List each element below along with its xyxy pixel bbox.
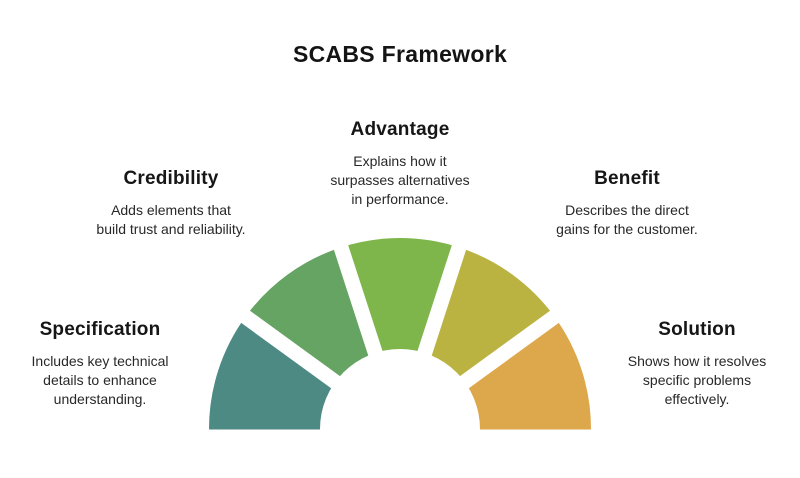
segment-title-benefit: Benefit (594, 168, 660, 189)
segment-title-credibility: Credibility (123, 168, 219, 189)
segment-description-specification: Includes key technical details to enhanc… (31, 353, 169, 407)
segment-title-specification: Specification (39, 319, 161, 340)
fan-baseline-mask (0, 429, 800, 478)
segment-description-solution: Shows how it resolves specific problems … (627, 353, 767, 407)
segment-description-credibility: Adds elements that build trust and relia… (96, 202, 246, 237)
segment-title-advantage: Advantage (350, 119, 450, 140)
page-title: SCABS Framework (292, 41, 508, 67)
label-specification: Specification Includes key technical det… (0, 319, 200, 409)
label-credibility: Credibility Adds elements that build tru… (71, 168, 271, 239)
label-benefit: Benefit Describes the direct gains for t… (527, 168, 727, 239)
segment-title-solution: Solution (658, 319, 736, 340)
segment-description-benefit: Describes the direct gains for the custo… (556, 202, 698, 237)
segment-description-advantage: Explains how it surpasses alternatives i… (330, 153, 470, 207)
label-advantage: Advantage Explains how it surpasses alte… (300, 119, 500, 209)
label-solution: Solution Shows how it resolves specific … (597, 319, 797, 409)
